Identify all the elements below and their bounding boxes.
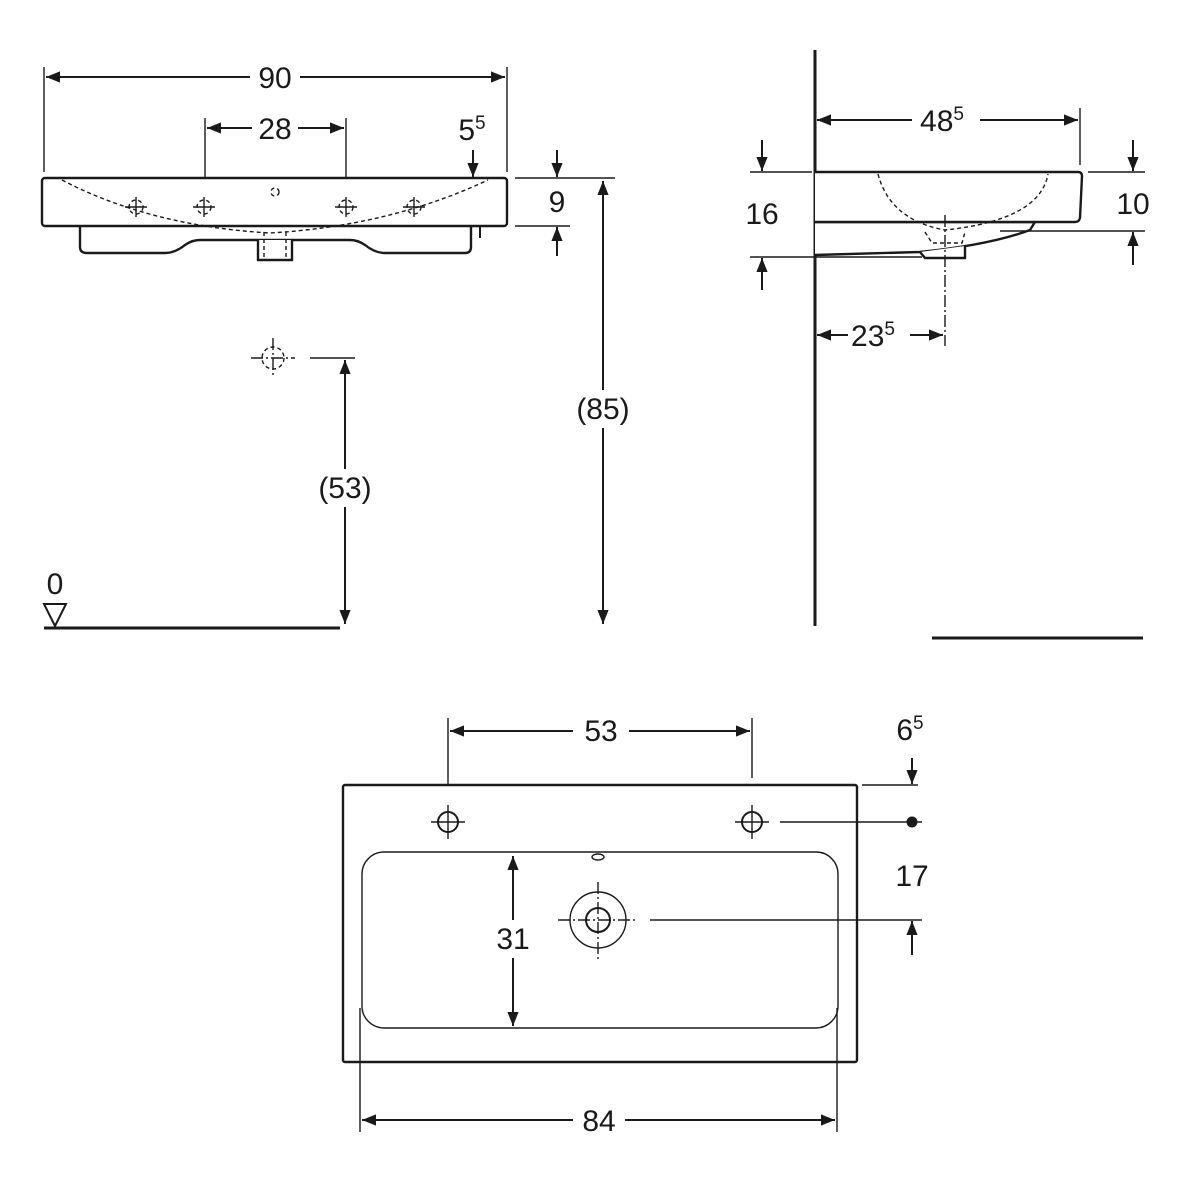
front-view: 90 28 55 9 (85) <box>40 58 636 630</box>
dimension-label-bowl-width: 84 <box>582 1105 615 1138</box>
basin-underside <box>814 220 1038 257</box>
basin-top-outline <box>341 783 859 1064</box>
floor-level-icon <box>42 603 68 629</box>
top-view: 53 31 65 17 84 <box>341 711 929 1139</box>
dimension-label-depth: 485 <box>920 104 964 138</box>
reference-dot <box>906 816 918 828</box>
tap-hole-icon <box>431 805 465 839</box>
basin-side <box>815 170 1084 224</box>
drain-outlet <box>256 240 294 262</box>
overflow-icon <box>270 187 280 197</box>
tap-hole-icon <box>735 805 769 839</box>
dimension-label-rim-height: 10 <box>1116 188 1149 221</box>
floor-level-label: 0 <box>47 568 64 601</box>
dimension-label-bowl-depth: 31 <box>496 923 529 956</box>
bowl-hidden-line <box>877 173 1049 231</box>
drain-icon <box>558 882 638 960</box>
dimension-label-drain-distance: 17 <box>895 860 928 893</box>
dimension-label-tap-spacing: 28 <box>258 113 291 146</box>
dimension-label-rim-height: 9 <box>549 186 566 219</box>
overflow-icon <box>591 853 605 861</box>
dimension-label-install-height: (85) <box>576 393 629 426</box>
dimension-label-drain-height: (53) <box>318 472 371 505</box>
basin-front <box>40 176 509 228</box>
tap-hole-marks <box>125 197 425 217</box>
bowl-hidden-line <box>61 179 489 234</box>
drain-position-icon <box>251 338 295 378</box>
dimension-label-total-height: 16 <box>745 198 778 231</box>
bowl-outline <box>361 851 839 1029</box>
side-view: 485 16 10 235 <box>745 50 1150 640</box>
dimension-label-width: 90 <box>258 62 291 95</box>
dimension-label-tap-offset: 65 <box>896 713 923 747</box>
dimension-label-rim-offset: 55 <box>458 113 485 147</box>
dimension-label-drain-offset: 235 <box>851 319 895 353</box>
dimension-label-tap-spacing: 53 <box>584 715 617 748</box>
